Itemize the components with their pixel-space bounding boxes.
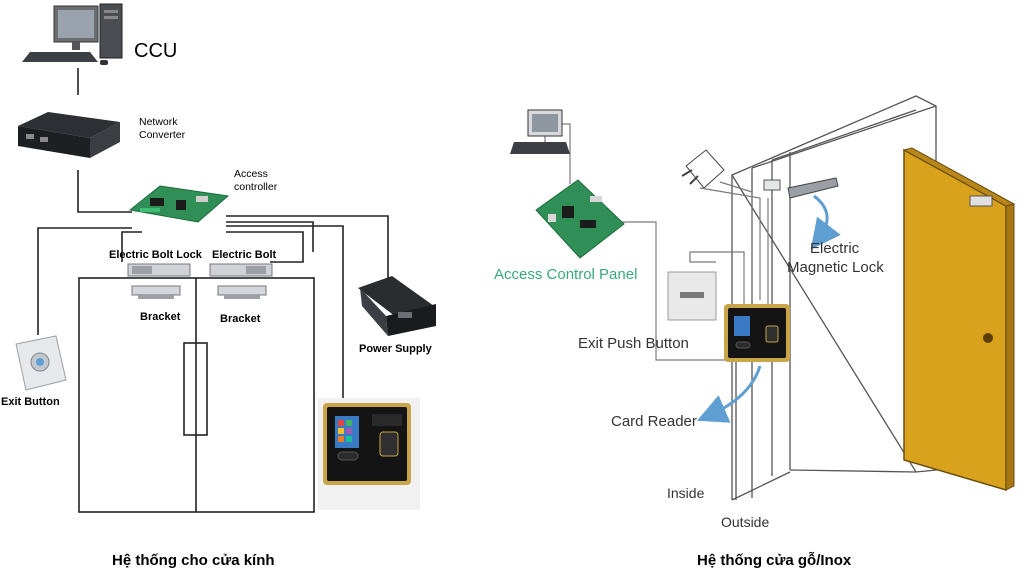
fingerprint-reader-icon-left [318, 398, 420, 510]
computer-icon-right [510, 109, 570, 154]
power-supply-icon [358, 276, 436, 336]
network-converter-label-1: Network [139, 116, 178, 128]
electric-magnetic-lock-label-2: Magnetic Lock [787, 259, 884, 276]
bracket-label-2: Bracket [220, 313, 261, 325]
magnetic-lock-icon [763, 177, 839, 199]
magnetic-lock-arrow [810, 194, 841, 250]
access-controller-label-1: Access [234, 168, 268, 180]
electric-bolt-lock-label: Electric Bolt Lock [109, 249, 203, 261]
ccu-label: CCU [134, 40, 177, 62]
access-control-panel-icon [535, 179, 625, 259]
network-converter-icon [18, 112, 120, 158]
inside-label: Inside [667, 485, 705, 501]
power-supply-label: Power Supply [359, 343, 433, 355]
left-diagram: CCU Network Converter Access controller … [1, 3, 436, 569]
electric-bolt-label: Electric Bolt [212, 249, 277, 261]
card-reader-icon [724, 304, 790, 362]
left-caption: Hệ thống cho cửa kính [112, 552, 275, 569]
network-converter-label-2: Converter [139, 129, 186, 141]
wooden-door [902, 147, 1016, 492]
electric-bolt-lock-icon [127, 263, 191, 277]
access-controller-label-2: controller [234, 181, 278, 193]
computer-icon [22, 3, 123, 65]
bracket-icon-1 [131, 285, 181, 299]
card-reader-arrow [696, 365, 762, 423]
exit-button-label: Exit Button [1, 396, 60, 408]
exit-button-icon [15, 335, 67, 391]
outside-label: Outside [721, 514, 769, 530]
bracket-label-1: Bracket [140, 311, 181, 323]
card-reader-label: Card Reader [611, 413, 697, 430]
electric-magnetic-lock-label-1: Electric [810, 240, 860, 257]
right-diagram: Electric Magnetic Lock [494, 95, 1016, 569]
electric-bolt-icon [209, 263, 273, 277]
access-controller-board-icon [128, 185, 230, 223]
exit-push-button-icon [667, 271, 717, 321]
right-caption: Hệ thống cửa gỗ/Inox [697, 552, 852, 569]
right-wiring [544, 123, 769, 361]
bracket-icon-2 [217, 285, 267, 299]
power-plug-icon [681, 149, 725, 189]
access-control-panel-label: Access Control Panel [494, 266, 637, 283]
exit-push-button-label: Exit Push Button [578, 335, 689, 352]
left-wiring [37, 68, 389, 513]
